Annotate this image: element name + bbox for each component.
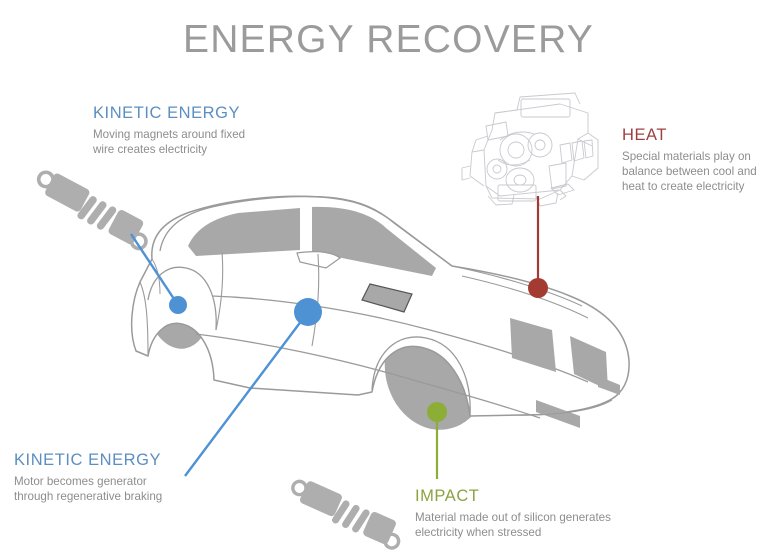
- leader-line-kinetic-top: [129, 233, 180, 306]
- grille-vent-upper: [598, 376, 620, 395]
- door-seam-front: [215, 251, 224, 331]
- callout-body-line: wire creates electricity: [93, 143, 208, 157]
- shock-absorber-icon-bottom: [291, 479, 401, 550]
- front-arch: [371, 336, 471, 417]
- callout-title: IMPACT: [415, 487, 480, 505]
- rear-fascia: [139, 281, 149, 357]
- callout-body-line: Moving magnets around fixed: [93, 128, 246, 141]
- callout-kinetic-energy-top: KINETIC ENERGY Moving magnets around fix…: [93, 104, 293, 157]
- callout-body: Moving magnets around fixed wire creates…: [93, 127, 293, 157]
- hood-crease-2: [461, 275, 589, 319]
- callout-body: Special materials play on balance betwee…: [622, 149, 777, 195]
- callout-body-line: through regenerative braking: [14, 490, 163, 504]
- headlight-left: [510, 318, 556, 372]
- marker-front-wheel[interactable]: [427, 402, 447, 422]
- callout-impact: IMPACT Material made out of silicon gene…: [415, 487, 650, 540]
- page-title: ENERGY RECOVERY: [182, 18, 594, 61]
- callout-title: HEAT: [622, 126, 667, 144]
- front-bumper-line: [509, 399, 613, 416]
- callout-body: Material made out of silicon generates e…: [415, 510, 650, 540]
- callout-heat: HEAT Special materials play on balance b…: [622, 126, 777, 195]
- car-illustration: [130, 195, 630, 430]
- callout-kinetic-energy-bottom: KINETIC ENERGY Motor becomes generator t…: [14, 451, 224, 504]
- callout-body-line: Material made out of silicon generates: [415, 511, 611, 524]
- rear-window: [188, 208, 300, 256]
- hood-crease: [451, 265, 583, 307]
- door-seam-rear: [311, 253, 320, 347]
- shock-absorber-icon-top: [36, 170, 148, 251]
- marker-engine-bay[interactable]: [528, 278, 548, 298]
- callout-body-line: Motor becomes generator: [14, 475, 147, 488]
- callout-body-line: electricity when stressed: [415, 526, 542, 540]
- callout-title: KINETIC ENERGY: [93, 104, 241, 122]
- fender-vent: [361, 283, 413, 313]
- callout-body-line: heat to create electricity: [622, 180, 745, 194]
- callout-body: Motor becomes generator through regenera…: [14, 474, 224, 504]
- callout-body-line: balance between cool and: [622, 165, 757, 179]
- engine-block-icon: [461, 92, 599, 207]
- callout-title: KINETIC ENERGY: [14, 451, 162, 469]
- callout-body-line: Special materials play on: [622, 150, 751, 163]
- roof-line: [159, 195, 453, 267]
- marker-rear-wheel[interactable]: [169, 296, 187, 314]
- rear-arch: [147, 266, 217, 331]
- marker-door-panel[interactable]: [294, 298, 322, 326]
- front-window: [312, 206, 436, 276]
- rocker-line: [195, 333, 541, 419]
- leader-line-kinetic-bottom: [184, 311, 309, 477]
